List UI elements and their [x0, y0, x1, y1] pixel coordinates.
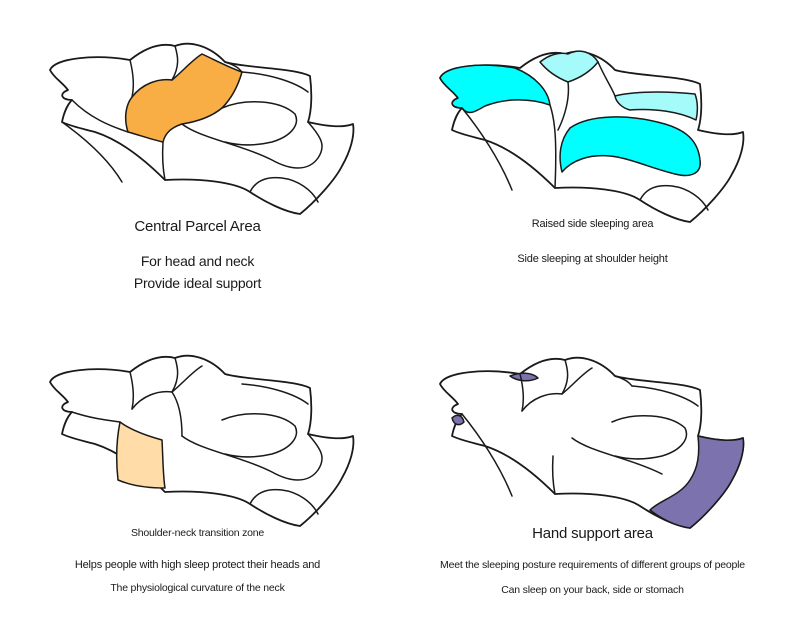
hand-support-zone-left	[451, 414, 465, 426]
panel-title: Raised side sleeping area	[531, 218, 654, 230]
pillow-outline	[49, 354, 355, 527]
pillow-illustration-central	[49, 42, 355, 215]
panel-title: Shoulder-neck transition zone	[130, 527, 265, 539]
panel-line2: Provide ideal support	[133, 275, 262, 291]
hand-support-zone-right	[649, 435, 745, 529]
panel-title: Hand support area	[532, 525, 653, 542]
pillow-illustration-hand	[439, 356, 745, 529]
raised-side-zone-right-back	[614, 91, 699, 121]
panel-shoulder-neck: Shoulder-neck transition zone Helps peop…	[0, 314, 395, 628]
panel-line2: The physiological curvature of the neck	[110, 582, 285, 594]
raised-side-zone-left	[439, 64, 551, 114]
panel-line1: Helps people with high sleep protect the…	[74, 559, 321, 571]
pillow-illustration-shoulder-neck	[49, 354, 355, 527]
raised-side-zone-right	[559, 116, 701, 177]
panel-title: Central Parcel Area	[134, 218, 261, 235]
panel-hand-support: Hand support area Meet the sleeping post…	[395, 314, 790, 628]
pillow-illustration-side	[439, 50, 745, 223]
panel-line1: Meet the sleeping posture requirements o…	[440, 559, 745, 571]
panel-line2: Can sleep on your back, side or stomach	[501, 584, 684, 596]
hand-support-zone-back	[509, 372, 539, 382]
panel-line1: Side sleeping at shoulder height	[517, 253, 668, 265]
pillow-outline	[49, 42, 355, 215]
shoulder-neck-zone	[115, 421, 166, 489]
panel-side-sleeping: Raised side sleeping area Side sleeping …	[395, 0, 790, 314]
panel-central-parcel: Central Parcel Area For head and neck Pr…	[0, 0, 395, 314]
panel-line1: For head and neck	[140, 253, 255, 269]
